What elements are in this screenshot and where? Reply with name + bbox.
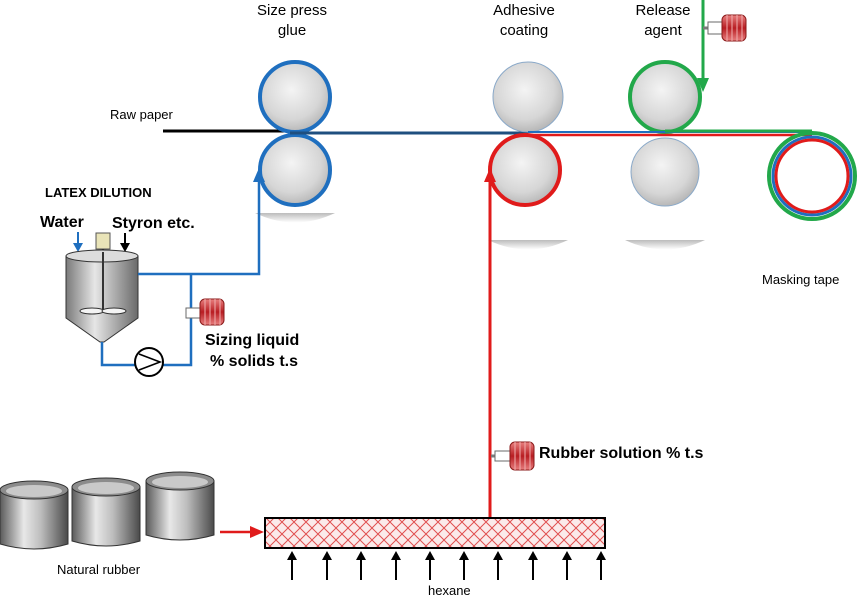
styron-inlet-arrow [120, 243, 130, 252]
rubber-solution-arrow [484, 168, 496, 182]
water-inlet-arrow [73, 243, 83, 252]
rubber-feed-arrow [250, 526, 264, 538]
hexane-arrow [493, 551, 503, 580]
hexane-arrow [459, 551, 469, 580]
adhesive-top-roller [492, 61, 564, 133]
rubber-solution-label: Rubber solution % t.s [539, 445, 704, 462]
hexane-arrow [425, 551, 435, 580]
masking-tape-label: Masking tape [762, 272, 839, 287]
roller-shadow-3 [625, 240, 705, 250]
recirculation-pipe [100, 273, 193, 367]
hexane-arrows [287, 551, 606, 580]
size-press-bottom-roller [258, 133, 332, 207]
masking-tape-roll [767, 131, 857, 221]
hexane-label: hexane [428, 583, 471, 597]
raw-paper-label: Raw paper [110, 107, 174, 122]
hexane-arrow [391, 551, 401, 580]
latex-mixing-tank [65, 232, 139, 343]
sizing-liquid-label-2: % solids t.s [210, 353, 298, 370]
styron-label: Styron etc. [112, 215, 195, 232]
roller-shadow-2 [488, 240, 568, 250]
rubber-drum [71, 477, 141, 547]
size-press-rollers [258, 60, 332, 207]
size-press-label-1: Size press [257, 2, 327, 19]
release-agent-label-2: agent [644, 22, 682, 39]
sizing-liquid-arrow [253, 168, 265, 182]
sizing-liquid-pipe [138, 178, 261, 276]
size-press-top-roller [258, 60, 332, 134]
hexane-arrow [528, 551, 538, 580]
natural-rubber-label: Natural rubber [57, 562, 141, 577]
rubber-drum [0, 480, 69, 550]
latex-dilution-label: LATEX DILUTION [45, 185, 152, 200]
adhesive-coating-label-2: coating [500, 22, 548, 39]
adhesive-coating-label-1: Adhesive [493, 2, 555, 19]
hexane-arrow [596, 551, 606, 580]
water-label: Water [40, 214, 84, 231]
adhesive-bottom-roller [488, 133, 562, 207]
pump-icon [134, 347, 164, 377]
rubber-drum [145, 471, 215, 541]
hexane-arrow [322, 551, 332, 580]
rubber-dissolver [264, 517, 606, 549]
hexane-arrow [562, 551, 572, 580]
hexane-arrow [356, 551, 366, 580]
release-top-roller [628, 60, 702, 134]
sizing-liquid-label-1: Sizing liquid [205, 332, 299, 349]
release-bottom-roller [630, 137, 700, 207]
size-press-label-2: glue [278, 22, 306, 39]
sizing-liquid-sensor [185, 298, 225, 326]
rubber-solution-sensor [491, 441, 535, 471]
release-agent-label-1: Release [635, 2, 690, 19]
release-agent-sensor [703, 14, 747, 42]
roller-shadow-1 [255, 213, 335, 223]
hexane-arrow [287, 551, 297, 580]
release-agent-feed-arrow [697, 78, 709, 92]
